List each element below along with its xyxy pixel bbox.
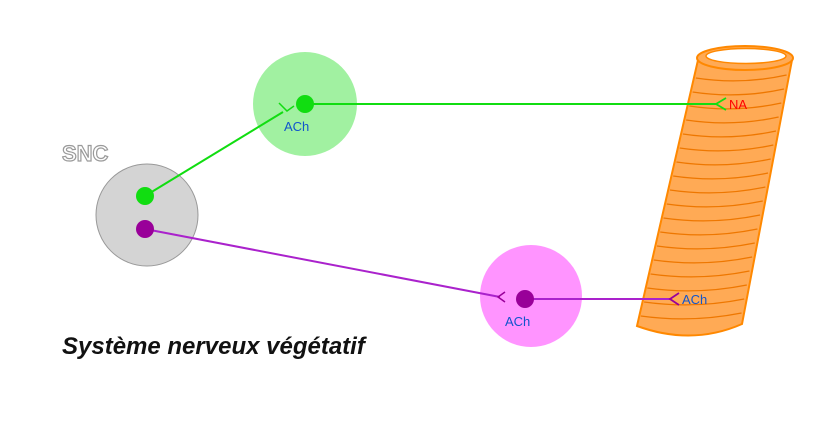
sympathetic-preganglionic-fiber	[144, 111, 284, 197]
organ-ring-stripe	[686, 116, 779, 124]
sympathetic-ganglion-neuron	[296, 95, 314, 113]
organ-ring-stripe	[650, 270, 750, 278]
organ-ring-stripe	[640, 312, 742, 320]
preganglionic-synapse-top	[278, 102, 295, 112]
organ-ring-stripe	[679, 144, 774, 152]
organ-ring-stripe	[666, 200, 763, 208]
organ-ring-stripe	[643, 298, 745, 306]
effector-organ	[635, 45, 794, 337]
organ-ring-stripe	[673, 172, 769, 180]
ach-label-top-ganglion: ACh	[284, 119, 309, 134]
na-label: NA	[729, 97, 747, 112]
ach-effector-synapse	[668, 292, 680, 306]
organ-ring-stripe	[676, 158, 771, 166]
ach-label-effector: ACh	[682, 292, 707, 307]
organ-ring-stripe	[682, 130, 777, 138]
ach-label-bottom-ganglion: ACh	[505, 314, 530, 329]
organ-ring-stripe	[689, 102, 782, 110]
organ-ring-stripe	[663, 214, 761, 222]
snc-label: SNC	[62, 141, 109, 166]
diagram-caption: Système nerveux végétatif	[62, 333, 365, 360]
organ-ring-stripe	[669, 186, 766, 194]
sympathetic-neuron-body-snc	[136, 187, 154, 205]
organ-ring-stripe	[656, 242, 755, 250]
na-synapse	[714, 97, 727, 111]
organ-ring-stripe	[695, 74, 787, 82]
preganglionic-synapse-bottom	[496, 291, 506, 303]
organ-ring-stripe	[647, 284, 747, 292]
organ-ring-stripe	[660, 228, 758, 236]
parasympathetic-neuron-body-snc	[136, 220, 154, 238]
parasympathetic-ganglion-neuron	[516, 290, 534, 308]
parasympathetic-preganglionic-fiber	[144, 228, 501, 298]
organ-ring-stripe	[653, 256, 753, 264]
snc-circle	[95, 163, 199, 267]
organ-ring-stripe	[692, 88, 785, 96]
